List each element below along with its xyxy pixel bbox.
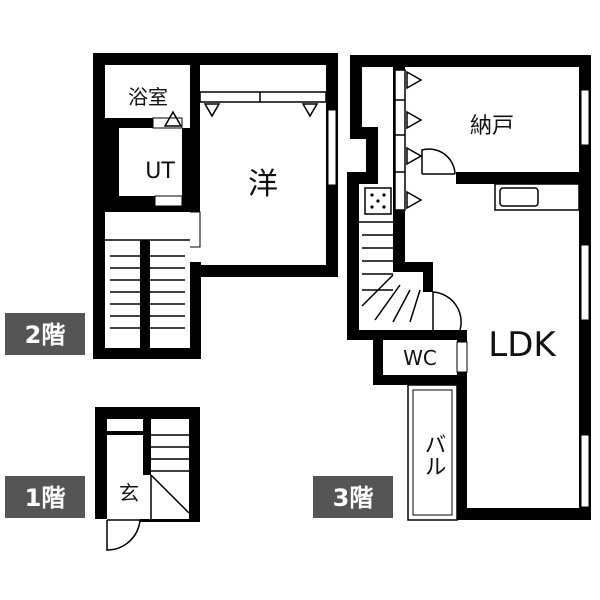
door — [456, 341, 468, 373]
door-mark — [406, 146, 423, 166]
room-label-ldk: LDK — [488, 325, 557, 365]
window — [580, 434, 590, 508]
wall — [95, 407, 107, 519]
sink-icon — [499, 187, 539, 207]
floor-badge-3: 3階 — [313, 476, 393, 518]
second-floor-plan: 浴室 UT 洋 — [93, 53, 338, 359]
door — [154, 195, 183, 207]
wall — [105, 203, 190, 212]
wall — [93, 53, 338, 65]
room-label-entrance: 玄 — [119, 481, 139, 505]
room-label-utility: UT — [145, 159, 175, 184]
toilet-door — [432, 291, 462, 331]
first-floor-plan: 玄 — [95, 407, 200, 551]
window — [580, 244, 590, 321]
wall — [457, 508, 591, 520]
wall — [189, 407, 200, 519]
window — [580, 89, 590, 146]
door-mark — [406, 110, 423, 130]
door-mark — [406, 190, 423, 210]
stairs — [150, 434, 190, 519]
stairs — [105, 212, 190, 348]
floor-badge-2: 2階 — [5, 313, 85, 355]
wall — [423, 262, 433, 292]
wall — [350, 55, 362, 127]
wall — [93, 53, 105, 359]
closet-doors — [394, 69, 406, 211]
room-label-balcony: バル — [421, 433, 446, 477]
room-label-bathroom: 浴室 — [128, 85, 168, 109]
balcony — [407, 384, 458, 521]
floor-badge-1-label: 1階 — [25, 484, 66, 512]
wall — [95, 407, 200, 419]
storage-door — [421, 148, 456, 175]
floor-badge-3-label: 3階 — [333, 484, 374, 512]
wall — [366, 127, 378, 172]
wall — [420, 172, 591, 184]
wall — [393, 262, 433, 272]
room-label-western-room: 洋 — [248, 167, 278, 202]
closet-rail — [199, 91, 327, 103]
wall — [105, 128, 119, 200]
wall — [107, 431, 143, 435]
wall — [347, 330, 460, 340]
floor-badge-1: 1階 — [5, 476, 85, 518]
wall — [140, 519, 200, 522]
wall — [93, 348, 201, 359]
closet-door-mark — [301, 103, 319, 118]
wall — [182, 128, 200, 206]
wall — [190, 265, 338, 277]
entrance-door — [106, 519, 141, 551]
third-floor-plan: 納戸 LDK WC バル — [347, 55, 591, 521]
door-mark — [406, 70, 423, 90]
wall — [373, 375, 467, 385]
toilet-room — [383, 340, 457, 375]
wall — [105, 196, 155, 206]
wall — [190, 262, 201, 359]
wall — [143, 419, 151, 475]
window — [327, 109, 337, 186]
room-label-storage: 納戸 — [470, 114, 514, 139]
wall — [350, 55, 591, 67]
door-mark — [163, 110, 183, 127]
room-label-toilet: WC — [403, 346, 437, 370]
wall — [457, 330, 467, 520]
closet-door-mark — [203, 103, 221, 118]
stairs — [359, 221, 421, 330]
wall — [373, 330, 383, 385]
wall — [347, 172, 359, 340]
wall — [105, 118, 153, 128]
door — [420, 172, 456, 184]
floor-badge-2-label: 2階 — [25, 321, 66, 349]
